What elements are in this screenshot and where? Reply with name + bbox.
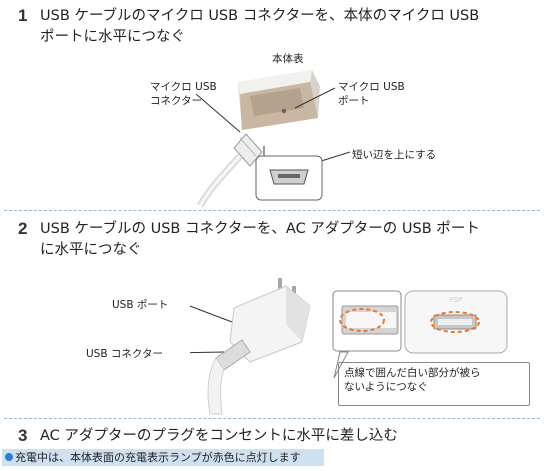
step-1-instruction: USB ケーブルのマイクロ USB コネクターを、本体のマイクロ USB ポート…	[40, 6, 479, 48]
usb-port-label: USB ポート	[112, 299, 169, 311]
figure-1-illustration	[195, 70, 351, 208]
micro-usb-cable-image	[196, 133, 263, 208]
step-1-line-2: ポートに水平につなぐ	[40, 29, 185, 45]
section-divider-2	[4, 418, 540, 419]
micro-usb-connector-label-line-1: マイクロ USB	[150, 81, 217, 93]
charging-note-text: 充電中は、本体表面の充電表示ランプが赤色に点灯します	[15, 451, 301, 464]
step-2-line-2: に水平につなぐ	[40, 242, 142, 258]
ac-adapter-illustration	[190, 278, 311, 415]
usb-connector-leader-line	[190, 351, 225, 354]
usb-connector-label: USB コネクター	[86, 348, 163, 360]
usb-port-leader-line	[190, 305, 233, 323]
step-1-number: 1	[18, 6, 28, 25]
ac-adapter-image	[229, 278, 311, 363]
usb-cable-image	[207, 339, 251, 415]
micro-usb-port-label: マイクロ USB ポート	[338, 80, 405, 108]
bullet-dot-icon	[5, 453, 13, 461]
micro-usb-connector-label: マイクロ USB コネクター	[150, 80, 217, 108]
port-logo-text: FSP	[450, 296, 463, 304]
section-divider-1	[4, 210, 540, 211]
short-side-up-label: 短い辺を上にする	[352, 149, 437, 161]
step-2-instruction: USB ケーブルの USB コネクターを、AC アダプターの USB ポート に…	[40, 219, 480, 261]
step-2-line-1: USB ケーブルの USB コネクターを、AC アダプターの USB ポート	[40, 221, 480, 237]
device-body-image	[238, 70, 320, 130]
connector-dotted-outline	[339, 308, 385, 332]
white-part-callout-line-2: ないようにつなぐ	[344, 381, 428, 393]
micro-usb-port-label-line-1: マイクロ USB	[338, 81, 405, 93]
step-3-instruction: AC アダプターのプラグをコンセントに水平に差し込む	[40, 428, 398, 444]
short-side-leader-line	[317, 151, 351, 163]
step-3-number: 3	[18, 426, 28, 445]
port-leader-line	[294, 87, 336, 109]
step-2-number: 2	[18, 219, 28, 238]
white-part-callout-line-1: 点線で囲んだ白い部分が被ら	[344, 367, 481, 379]
micro-connector-pins	[278, 174, 300, 178]
charging-note: 充電中は、本体表面の充電表示ランプが赤色に点灯します	[2, 449, 324, 466]
usb-port-closeup: FSP	[404, 290, 508, 354]
micro-usb-port-label-line-2: ポート	[338, 95, 370, 107]
callout-pointer	[333, 351, 349, 379]
body-top-label: 本体表	[272, 53, 304, 65]
callout-box	[338, 362, 530, 406]
white-part-callout: 点線で囲んだ白い部分が被ら ないようにつなぐ	[344, 366, 481, 394]
connector-leader-line	[195, 93, 241, 133]
port-dotted-outline	[430, 311, 480, 333]
usb-connector-closeup	[332, 290, 402, 352]
micro-usb-connector-label-line-2: コネクター	[150, 95, 203, 107]
step-1-line-1: USB ケーブルのマイクロ USB コネクターを、本体のマイクロ USB	[40, 8, 480, 24]
